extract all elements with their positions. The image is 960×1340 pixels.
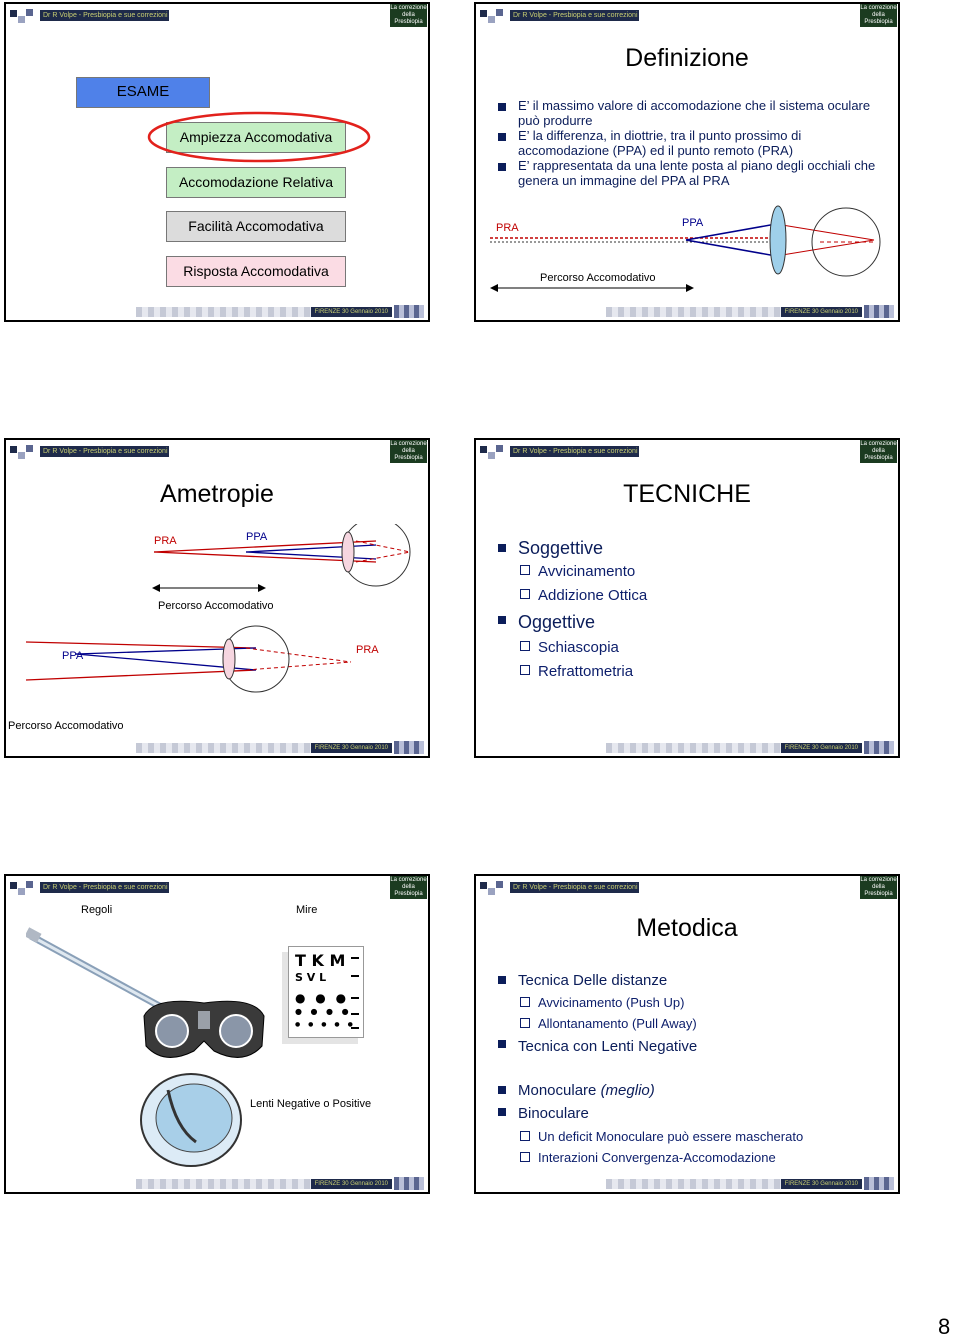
slide-tecniche: Dr R Volpe - Presbiopia e sue correzioni… bbox=[474, 438, 900, 758]
sub-deficit: Un deficit Monoculare può essere mascher… bbox=[496, 1126, 888, 1147]
lenti-label: Lenti Negative o Positive bbox=[250, 1098, 372, 1110]
bullet-item: E’ la differenza, in diottrie, tra il pu… bbox=[496, 128, 888, 158]
monoculare-note: (meglio) bbox=[600, 1082, 655, 1099]
sub-avvicinamento: Avvicinamento bbox=[496, 560, 888, 584]
near-vision-chart: T K M S V L ● ● ● ● ● ● ● ● ● ● ● ● bbox=[288, 946, 364, 1038]
bullet-item: E’ rappresentata da una lente posta al p… bbox=[496, 158, 888, 188]
slide-definizione: Dr R Volpe - Presbiopia e sue correzioni… bbox=[474, 2, 900, 322]
group-oggettive: Oggettive bbox=[496, 608, 888, 636]
item-ampiezza: Ampiezza Accomodativa bbox=[166, 122, 346, 153]
slide-footer: FIRENZE 30 Gennaio 2010 bbox=[476, 1175, 898, 1192]
slide-title: Definizione bbox=[625, 44, 749, 72]
slide-header-bar: Dr R Volpe - Presbiopia e sue correzioni… bbox=[476, 4, 898, 28]
footer-event-text: FIRENZE 30 Gennaio 2010 bbox=[780, 1179, 862, 1189]
mire-label: Mire bbox=[296, 904, 318, 916]
item-risposta: Risposta Accomodativa bbox=[166, 256, 346, 287]
ppa-label: PPA bbox=[682, 217, 704, 229]
header-author-text: Dr R Volpe - Presbiopia e sue correzioni bbox=[510, 446, 639, 457]
header-author-text: Dr R Volpe - Presbiopia e sue correzioni bbox=[40, 446, 169, 457]
slide-title: Metodica bbox=[636, 914, 738, 942]
bullet-monoculare: Monoculare (meglio) bbox=[496, 1080, 888, 1102]
slide-footer: FIRENZE 30 Gennaio 2010 bbox=[6, 739, 428, 756]
sub-interazioni: Interazioni Convergenza-Accomodazione bbox=[496, 1147, 888, 1168]
pra-bottom-label: PRA bbox=[356, 644, 379, 656]
highlight-ellipse bbox=[147, 111, 371, 163]
slide-header-bar: Dr R Volpe - Presbiopia e sue correzioni… bbox=[476, 440, 898, 464]
chart-row-1: T K M bbox=[295, 951, 346, 970]
bullet-distanze: Tecnica Delle distanze bbox=[496, 970, 888, 992]
lens-eye-diagram bbox=[490, 205, 881, 292]
slide-footer: FIRENZE 30 Gennaio 2010 bbox=[6, 303, 428, 320]
pra-top-label: PRA bbox=[154, 535, 177, 547]
footer-event-text: FIRENZE 30 Gennaio 2010 bbox=[780, 743, 862, 753]
slide-ametropie: Dr R Volpe - Presbiopia e sue correzioni… bbox=[4, 438, 430, 758]
slide-title: TECNICHE bbox=[623, 480, 751, 508]
footer-event-text: FIRENZE 30 Gennaio 2010 bbox=[310, 1179, 392, 1189]
slide-header-bar: Dr R Volpe - Presbiopia e sue correzioni… bbox=[6, 876, 428, 900]
footer-event-text: FIRENZE 30 Gennaio 2010 bbox=[310, 307, 392, 317]
percorso-outside-label: Percorso Accomodativo bbox=[8, 720, 124, 732]
slide-header-bar: Dr R Volpe - Presbiopia e sue correzioni… bbox=[6, 440, 428, 464]
regoli-label: Regoli bbox=[81, 904, 113, 916]
lens-image bbox=[140, 1073, 242, 1167]
slide-footer: FIRENZE 30 Gennaio 2010 bbox=[476, 303, 898, 320]
sub-addizione: Addizione Ottica bbox=[496, 584, 888, 608]
header-author-text: Dr R Volpe - Presbiopia e sue correzioni bbox=[510, 882, 639, 893]
footer-event-text: FIRENZE 30 Gennaio 2010 bbox=[780, 307, 862, 317]
ppa-bottom-label: PPA bbox=[62, 650, 84, 662]
pra-label: PRA bbox=[496, 222, 519, 234]
sub-pull-away: Allontanamento (Pull Away) bbox=[496, 1013, 888, 1034]
bullet-lenti-negative: Tecnica con Lenti Negative bbox=[496, 1034, 888, 1060]
ametropie-diagram bbox=[25, 524, 411, 693]
page-number: 8 bbox=[938, 1314, 951, 1339]
sub-push-up: Avvicinamento (Push Up) bbox=[496, 992, 888, 1013]
slide-metodica: Dr R Volpe - Presbiopia e sue correzioni… bbox=[474, 874, 900, 1194]
sub-schiascopia: Schiascopia bbox=[496, 636, 888, 660]
slide-title: Ametropie bbox=[160, 480, 274, 508]
bullet-item: E’ il massimo valore di accomodazione ch… bbox=[496, 98, 888, 128]
tecniche-list: Soggettive Avvicinamento Addizione Ottic… bbox=[496, 536, 888, 684]
chart-row-2: S V L bbox=[295, 971, 327, 984]
percorso-label: Percorso Accomodativo bbox=[540, 272, 656, 284]
slide-esame: Dr R Volpe - Presbiopia e sue correzioni… bbox=[4, 2, 430, 322]
trial-frame-image bbox=[143, 1000, 265, 1058]
definition-bullets: E’ il massimo valore di accomodazione ch… bbox=[496, 98, 888, 188]
item-accomodazione: Accomodazione Relativa bbox=[166, 167, 346, 198]
slide-header-bar: Dr R Volpe - Presbiopia e sue correzioni… bbox=[6, 4, 428, 28]
metodica-list: Tecnica Delle distanze Avvicinamento (Pu… bbox=[496, 970, 888, 1168]
item-facilita: Facilità Accomodativa bbox=[166, 211, 346, 242]
footer-event-text: FIRENZE 30 Gennaio 2010 bbox=[310, 743, 392, 753]
slide-header-bar: Dr R Volpe - Presbiopia e sue correzioni… bbox=[476, 876, 898, 900]
header-author-text: Dr R Volpe - Presbiopia e sue correzioni bbox=[40, 882, 169, 893]
esame-box: ESAME bbox=[76, 77, 210, 108]
ppa-top-label: PPA bbox=[246, 531, 268, 543]
slide-strumenti: Dr R Volpe - Presbiopia e sue correzioni… bbox=[4, 874, 430, 1194]
header-author-text: Dr R Volpe - Presbiopia e sue correzioni bbox=[510, 10, 639, 21]
sub-refrattometria: Refrattometria bbox=[496, 660, 888, 684]
slide-footer: FIRENZE 30 Gennaio 2010 bbox=[476, 739, 898, 756]
slide-footer: FIRENZE 30 Gennaio 2010 bbox=[6, 1175, 428, 1192]
bullet-binoculare: Binoculare bbox=[496, 1102, 888, 1126]
header-author-text: Dr R Volpe - Presbiopia e sue correzioni bbox=[40, 10, 169, 21]
percorso-label: Percorso Accomodativo bbox=[158, 600, 274, 612]
group-soggettive: Soggettive bbox=[496, 536, 888, 560]
